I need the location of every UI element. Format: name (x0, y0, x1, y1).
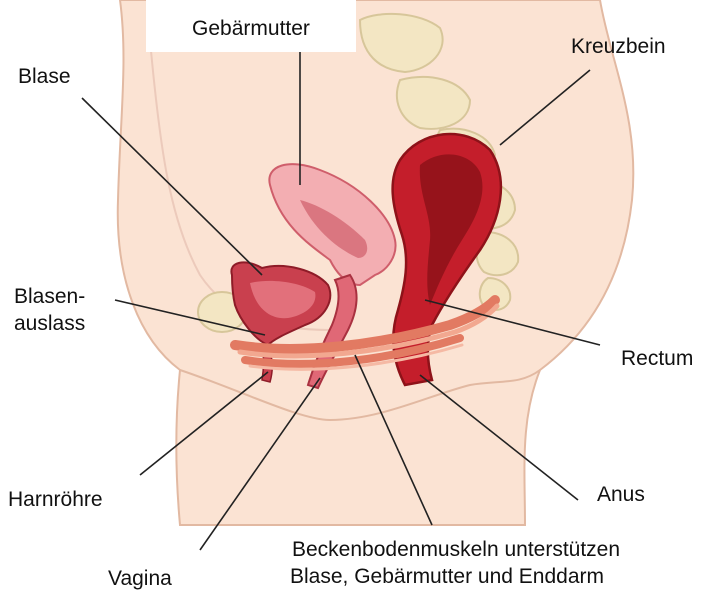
label-beckenboden-line2: Blase, Gebärmutter und Enddarm (290, 564, 604, 589)
label-vagina: Vagina (108, 566, 172, 591)
label-anus: Anus (597, 482, 645, 507)
label-gebaermutter: Gebärmutter (146, 0, 356, 52)
label-blasenauslass-line1: Blasen- (14, 284, 85, 309)
label-blase: Blase (18, 64, 71, 89)
label-harnroehre: Harnröhre (8, 487, 103, 512)
label-kreuzbein: Kreuzbein (571, 34, 666, 59)
label-blasenauslass-line2: auslass (14, 311, 85, 336)
label-rectum: Rectum (621, 346, 693, 371)
label-beckenboden-line1: Beckenbodenmuskeln unterstützen (292, 537, 620, 562)
